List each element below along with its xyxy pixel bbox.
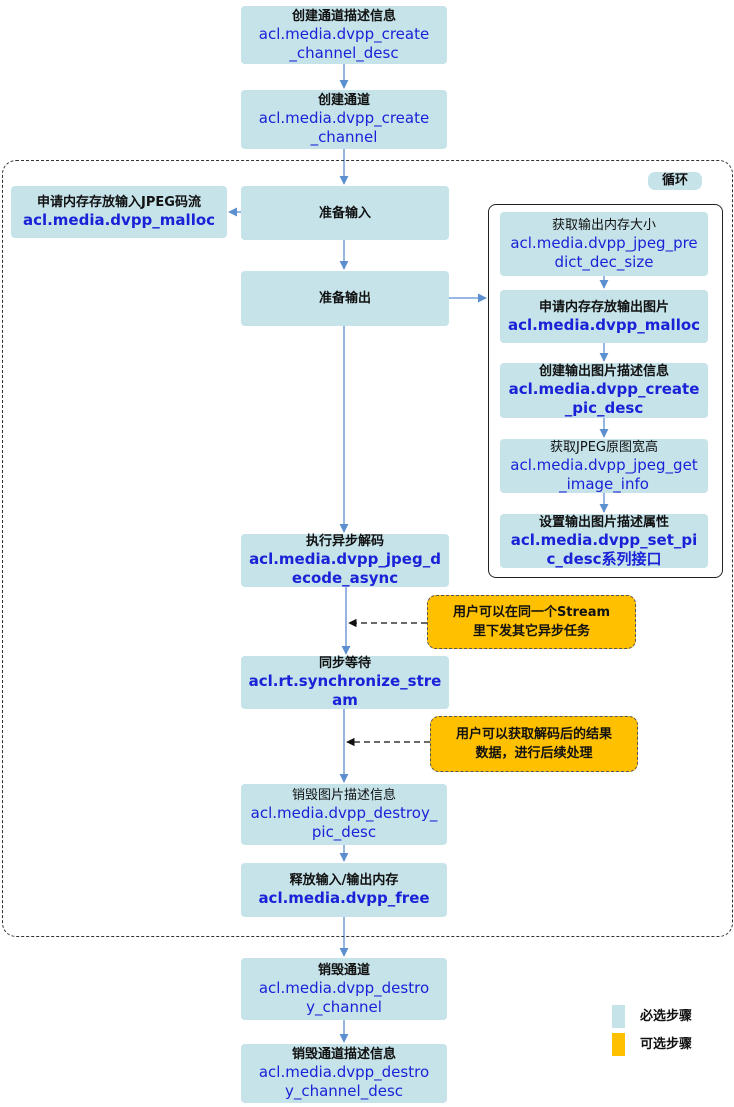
node-output-malloc: 申请内存存放输出图片 acl.media.dvpp_malloc [500, 290, 708, 343]
node-label: 准备输入 [318, 205, 371, 221]
node-label: 销毁通道 [317, 962, 370, 978]
node-api: acl.media.dvpp_destro [258, 1063, 430, 1081]
legend-optional-label: 可选步骤 [640, 1037, 693, 1052]
node-create-pic-desc: 创建输出图片描述信息 acl.media.dvpp_create _pic_de… [500, 363, 708, 418]
node-api: acl.rt.synchronize_stre [248, 672, 442, 690]
node-api-cont: c_desc系列接口 [546, 549, 662, 568]
note-line: 用户可以在同一个Stream [452, 605, 611, 620]
node-api: acl.media.dvpp_destro [258, 978, 430, 997]
node-api-cont: dict_dec_size [554, 252, 654, 271]
node-synchronize: 同步等待 acl.rt.synchronize_stre am [241, 656, 449, 709]
node-api-cont: am [332, 691, 358, 709]
node-create-channel: 创建通道 acl.media.dvpp_create _channel [241, 90, 447, 149]
node-api: acl.media.dvpp_malloc [22, 211, 216, 229]
node-label: 创建通道 [317, 93, 370, 108]
node-label: 申请内存存放输入JPEG码流 [37, 195, 201, 210]
node-destroy-channel-desc: 销毁通道描述信息 acl.media.dvpp_destro y_channel… [241, 1044, 447, 1103]
node-label: 销毁通道描述信息 [291, 1047, 396, 1062]
node-label: 准备输出 [318, 291, 371, 306]
note-other-async-tasks: 用户可以在同一个Stream 里下发其它异步任务 [427, 595, 636, 649]
node-label: 申请内存存放输出图片 [538, 299, 669, 315]
note-post-process: 用户可以获取解码后的结果 数据，进行后续处理 [430, 716, 638, 772]
node-api-cont: _channel_desc [289, 43, 399, 62]
node-get-output-size: 获取输出内存大小 acl.media.dvpp_jpeg_pre dict_de… [500, 212, 708, 276]
node-set-pic-desc: 设置输出图片描述属性 acl.media.dvpp_set_pi c_desc系… [500, 514, 708, 568]
node-label: 同步等待 [318, 656, 371, 671]
node-api-cont: _channel [310, 128, 378, 146]
legend-required-label: 必选步骤 [640, 1009, 693, 1024]
node-label: 销毁图片描述信息 [291, 788, 396, 803]
node-prepare-output: 准备输出 [241, 271, 449, 326]
loop-region [2, 160, 733, 937]
node-api: acl.media.dvpp_create [508, 380, 700, 398]
node-destroy-pic-desc: 销毁图片描述信息 acl.media.dvpp_destroy_ pic_des… [241, 784, 447, 845]
node-api: acl.media.dvpp_destroy_ [250, 804, 438, 822]
node-label: 执行异步解码 [305, 534, 384, 549]
loop-label: 循环 [648, 172, 702, 190]
node-label: 获取输出内存大小 [551, 217, 656, 233]
note-line: 数据，进行后续处理 [475, 746, 593, 761]
node-label: 创建输出图片描述信息 [538, 364, 669, 379]
node-label: 设置输出图片描述属性 [538, 514, 669, 530]
node-input-malloc: 申请内存存放输入JPEG码流 acl.media.dvpp_malloc [11, 186, 227, 238]
node-destroy-channel: 销毁通道 acl.media.dvpp_destro y_channel [241, 958, 447, 1020]
node-prepare-input: 准备输入 [241, 186, 449, 240]
node-api: acl.media.dvpp_create [258, 24, 430, 43]
legend-optional-swatch [612, 1033, 625, 1056]
node-create-channel-desc: 创建通道描述信息 acl.media.dvpp_create _channel_… [241, 6, 447, 64]
legend-required-swatch [612, 1005, 625, 1028]
node-api-cont: y_channel_desc [284, 1082, 404, 1100]
node-async-decode: 执行异步解码 acl.media.dvpp_jpeg_d ecode_async [241, 534, 449, 587]
node-api-cont: ecode_async [291, 569, 399, 587]
output-preparation-group [488, 204, 723, 578]
node-api: acl.media.dvpp_create [258, 109, 430, 127]
note-line: 用户可以获取解码后的结果 [455, 727, 612, 742]
node-api: acl.media.dvpp_jpeg_pre [510, 233, 698, 252]
node-free-memory: 释放输入/输出内存 acl.media.dvpp_free [241, 863, 447, 917]
node-label: 获取JPEG原图宽高 [550, 439, 658, 455]
node-api-cont: y_channel [306, 997, 382, 1016]
node-label: 创建通道描述信息 [291, 8, 396, 24]
node-api: acl.media.dvpp_jpeg_get [510, 455, 698, 474]
node-api-cont: _pic_desc [564, 399, 644, 417]
note-line: 里下发其它异步任务 [472, 624, 590, 639]
node-api: acl.media.dvpp_set_pi [510, 530, 698, 549]
node-api-cont: _image_info [559, 474, 649, 493]
node-api: acl.media.dvpp_malloc [507, 315, 701, 334]
node-api: acl.media.dvpp_free [258, 889, 430, 907]
node-api: acl.media.dvpp_jpeg_d [249, 550, 441, 568]
node-api-cont: pic_desc [311, 823, 377, 841]
node-get-image-info: 获取JPEG原图宽高 acl.media.dvpp_jpeg_get _imag… [500, 439, 708, 493]
node-label: 释放输入/输出内存 [289, 873, 399, 888]
